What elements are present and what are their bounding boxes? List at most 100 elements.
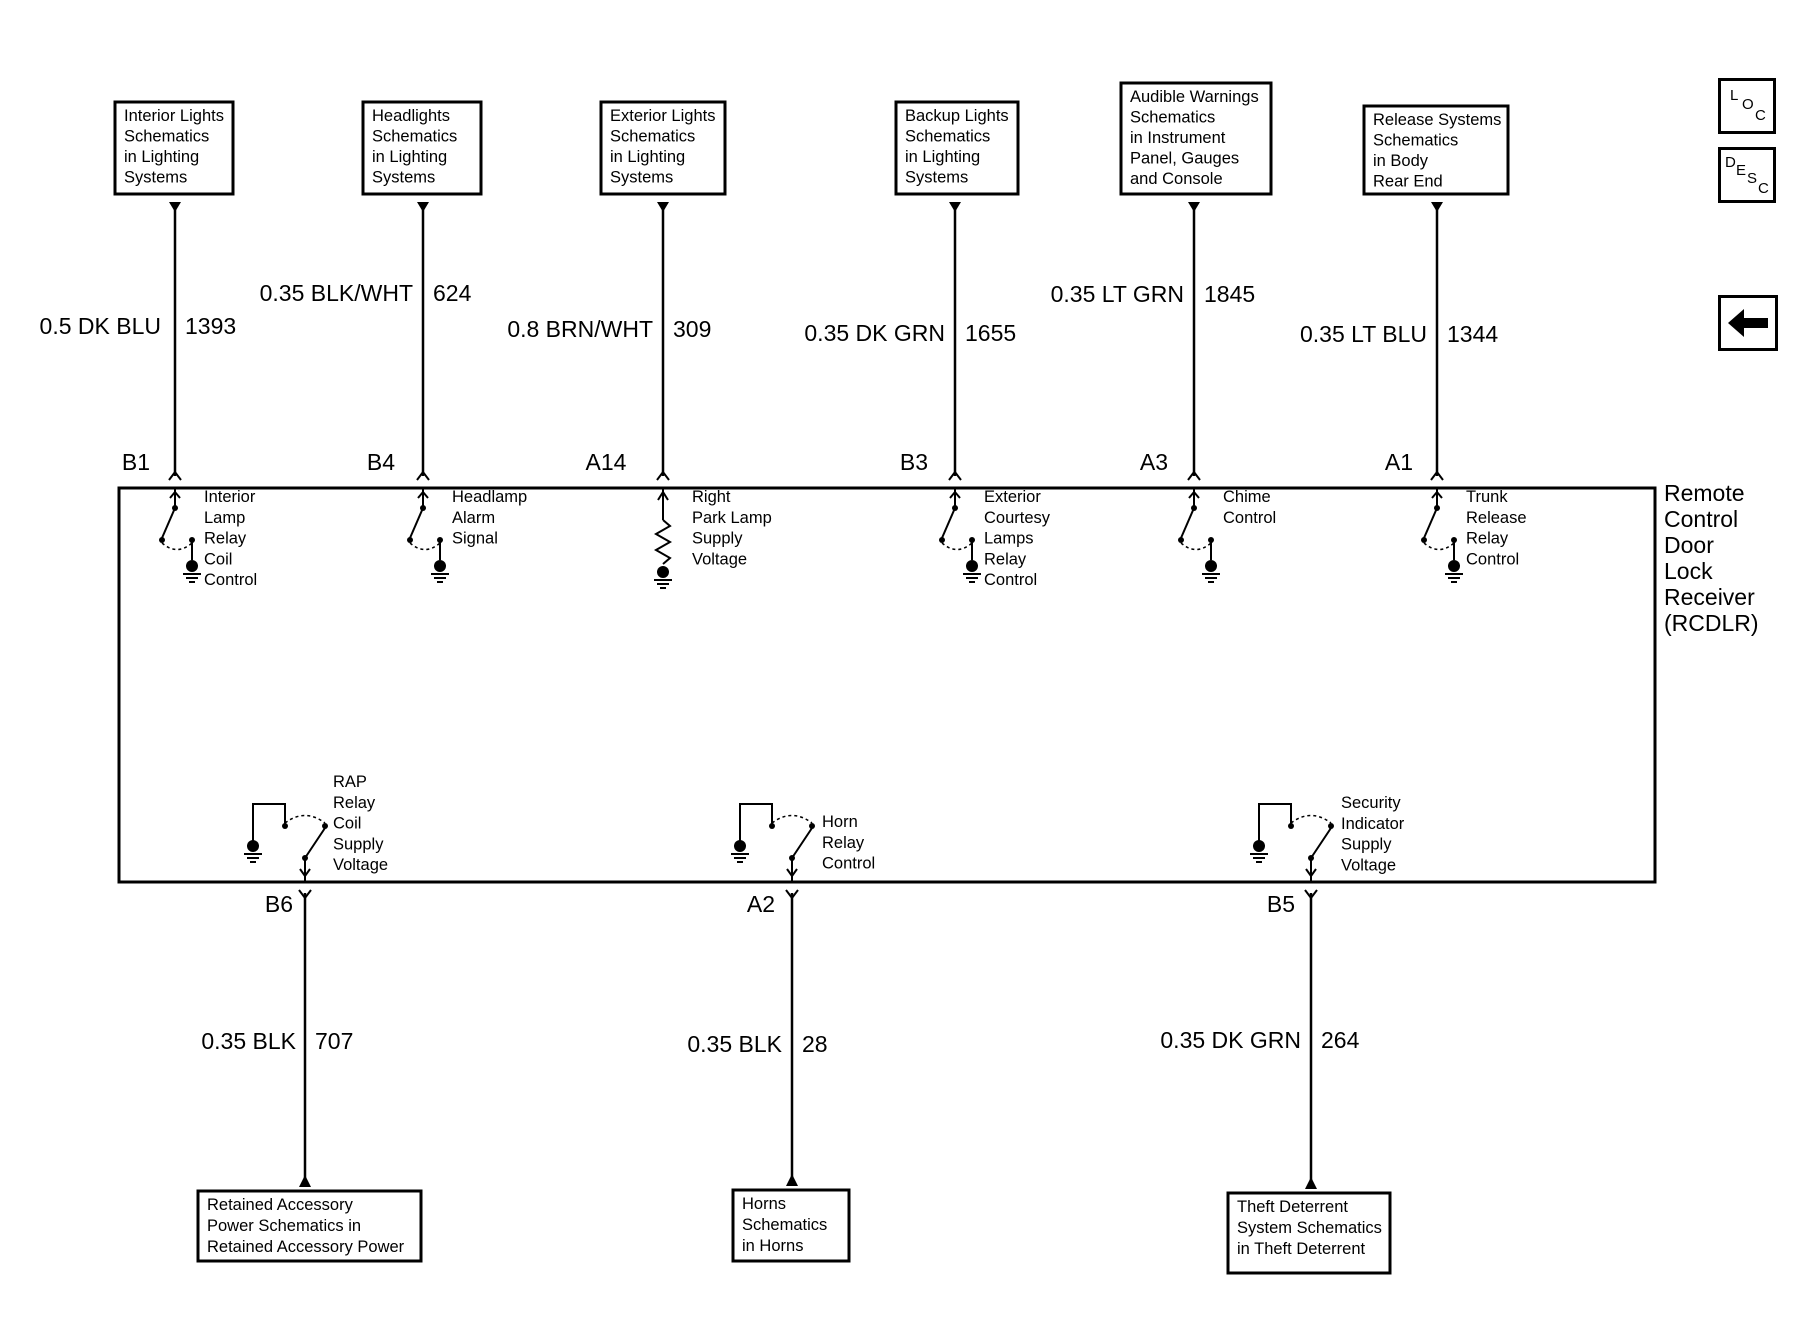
internal-label: Right [692,488,731,506]
connector-pin: A1 [1385,449,1413,475]
schematic-reference-box[interactable] [894,100,1020,196]
internal-label: RAP [333,773,367,791]
reference-box-text: Rear End [1373,173,1443,191]
switch-icon [1421,488,1457,560]
back-button[interactable] [1718,295,1782,355]
reference-box-text: in Theft Deterrent [1237,1240,1366,1258]
reference-box-text: Schematics [905,128,990,146]
internal-label: Trunk [1466,488,1508,506]
connector-arrow [1305,1177,1317,1189]
wire-circuit-number: 1344 [1447,321,1498,347]
reference-box-text: in Lighting [610,148,685,166]
switch-icon [939,488,975,560]
loc-letter: O [1742,96,1754,113]
ground-icon [183,560,201,583]
reference-box-text: Backup Lights [905,107,1009,125]
internal-label: Lamps [984,530,1034,548]
internal-label: Courtesy [984,509,1051,527]
connector-pin: B4 [367,449,395,475]
wire-gauge-color: 0.8 BRN/WHT [507,316,653,342]
internal-label: Voltage [692,550,747,568]
reference-box-text: Systems [372,169,435,187]
module-title-line: Door [1664,532,1714,558]
pin-chevron [1304,889,1318,900]
reference-box-text: in Lighting [372,148,447,166]
left-arrow-icon [1728,309,1768,337]
desc-button[interactable]: D E S C [1718,147,1780,207]
reference-box-text: Systems [610,169,673,187]
pin-chevron [948,470,962,481]
schematic-reference-box[interactable] [731,1188,851,1263]
loc-letter: C [1755,107,1766,124]
module-box [117,486,1657,884]
wire-gauge-color: 0.5 DK BLU [40,313,161,339]
internal-label: Coil [333,815,361,833]
internal-label: Relay [1466,530,1509,548]
switch-icon [407,488,443,560]
internal-label: Interior [204,488,256,506]
internal-label: Alarm [452,509,495,527]
reference-box-text: in Horns [742,1237,803,1255]
wire-gauge-color: 0.35 BLK [201,1028,296,1054]
wire-circuit-number: 707 [315,1028,353,1054]
reference-box-text: Interior Lights [124,107,224,125]
internal-label: Release [1466,509,1527,527]
reference-box-text: Panel, Gauges [1130,150,1239,168]
internal-label: Control [984,571,1037,589]
wire-circuit-number: 28 [802,1031,828,1057]
reference-box-text: Schematics [1130,109,1215,127]
wire-circuit-number: 1655 [965,320,1016,346]
switch-icon [159,488,195,560]
connector-pin: A3 [1140,449,1168,475]
wire-gauge-color: 0.35 LT GRN [1051,281,1184,307]
schematic-reference-box[interactable] [1226,1191,1392,1275]
module-title-line: Receiver [1664,584,1755,610]
internal-label: Exterior [984,488,1041,506]
wire-gauge-color: 0.35 LT BLU [1300,321,1427,347]
reference-box-text: Retained Accessory Power [207,1238,405,1256]
internal-label: Control [204,571,257,589]
pin-chevron [168,470,182,481]
internal-label: Park Lamp [692,509,772,527]
connector-pin: A2 [747,891,775,917]
internal-label: Coil [204,550,232,568]
loc-letter: L [1730,87,1739,104]
internal-label: Lamp [204,509,245,527]
wire-circuit-number: 1845 [1204,281,1255,307]
schematic-reference-box[interactable] [599,100,727,196]
switch-icon [252,803,328,882]
schematic-reference-box[interactable] [196,1189,423,1263]
internal-label: Indicator [1341,815,1405,833]
wire-circuit-number: 1393 [185,313,236,339]
internal-label: Control [1223,509,1276,527]
internal-label: Supply [692,530,743,548]
connector-pin: B3 [900,449,928,475]
reference-box-text: in Body [1373,152,1429,170]
ground-icon [1250,840,1268,863]
schematic-reference-box[interactable] [1119,81,1273,196]
reference-box-text: Release Systems [1373,111,1501,129]
module-title-line: Control [1664,506,1738,532]
reference-box-text: Schematics [610,128,695,146]
reference-box-text: Retained Accessory [207,1196,354,1214]
pin-chevron [656,470,670,481]
loc-button[interactable]: L O C [1718,78,1780,138]
module-title-line: Remote [1664,480,1745,506]
internal-label: Relay [822,834,865,852]
resistor-icon [653,519,673,565]
schematic-reference-box[interactable] [1362,104,1510,196]
reference-box-text: Audible Warnings [1130,88,1259,106]
internal-label: Headlamp [452,488,527,506]
module-title-line: (RCDLR) [1664,610,1759,636]
schematic-reference-box[interactable] [361,100,483,196]
internal-label: Chime [1223,488,1271,506]
reference-box-text: in Instrument [1130,129,1226,147]
internal-label: Horn [822,813,858,831]
schematic-reference-box[interactable] [113,100,235,196]
